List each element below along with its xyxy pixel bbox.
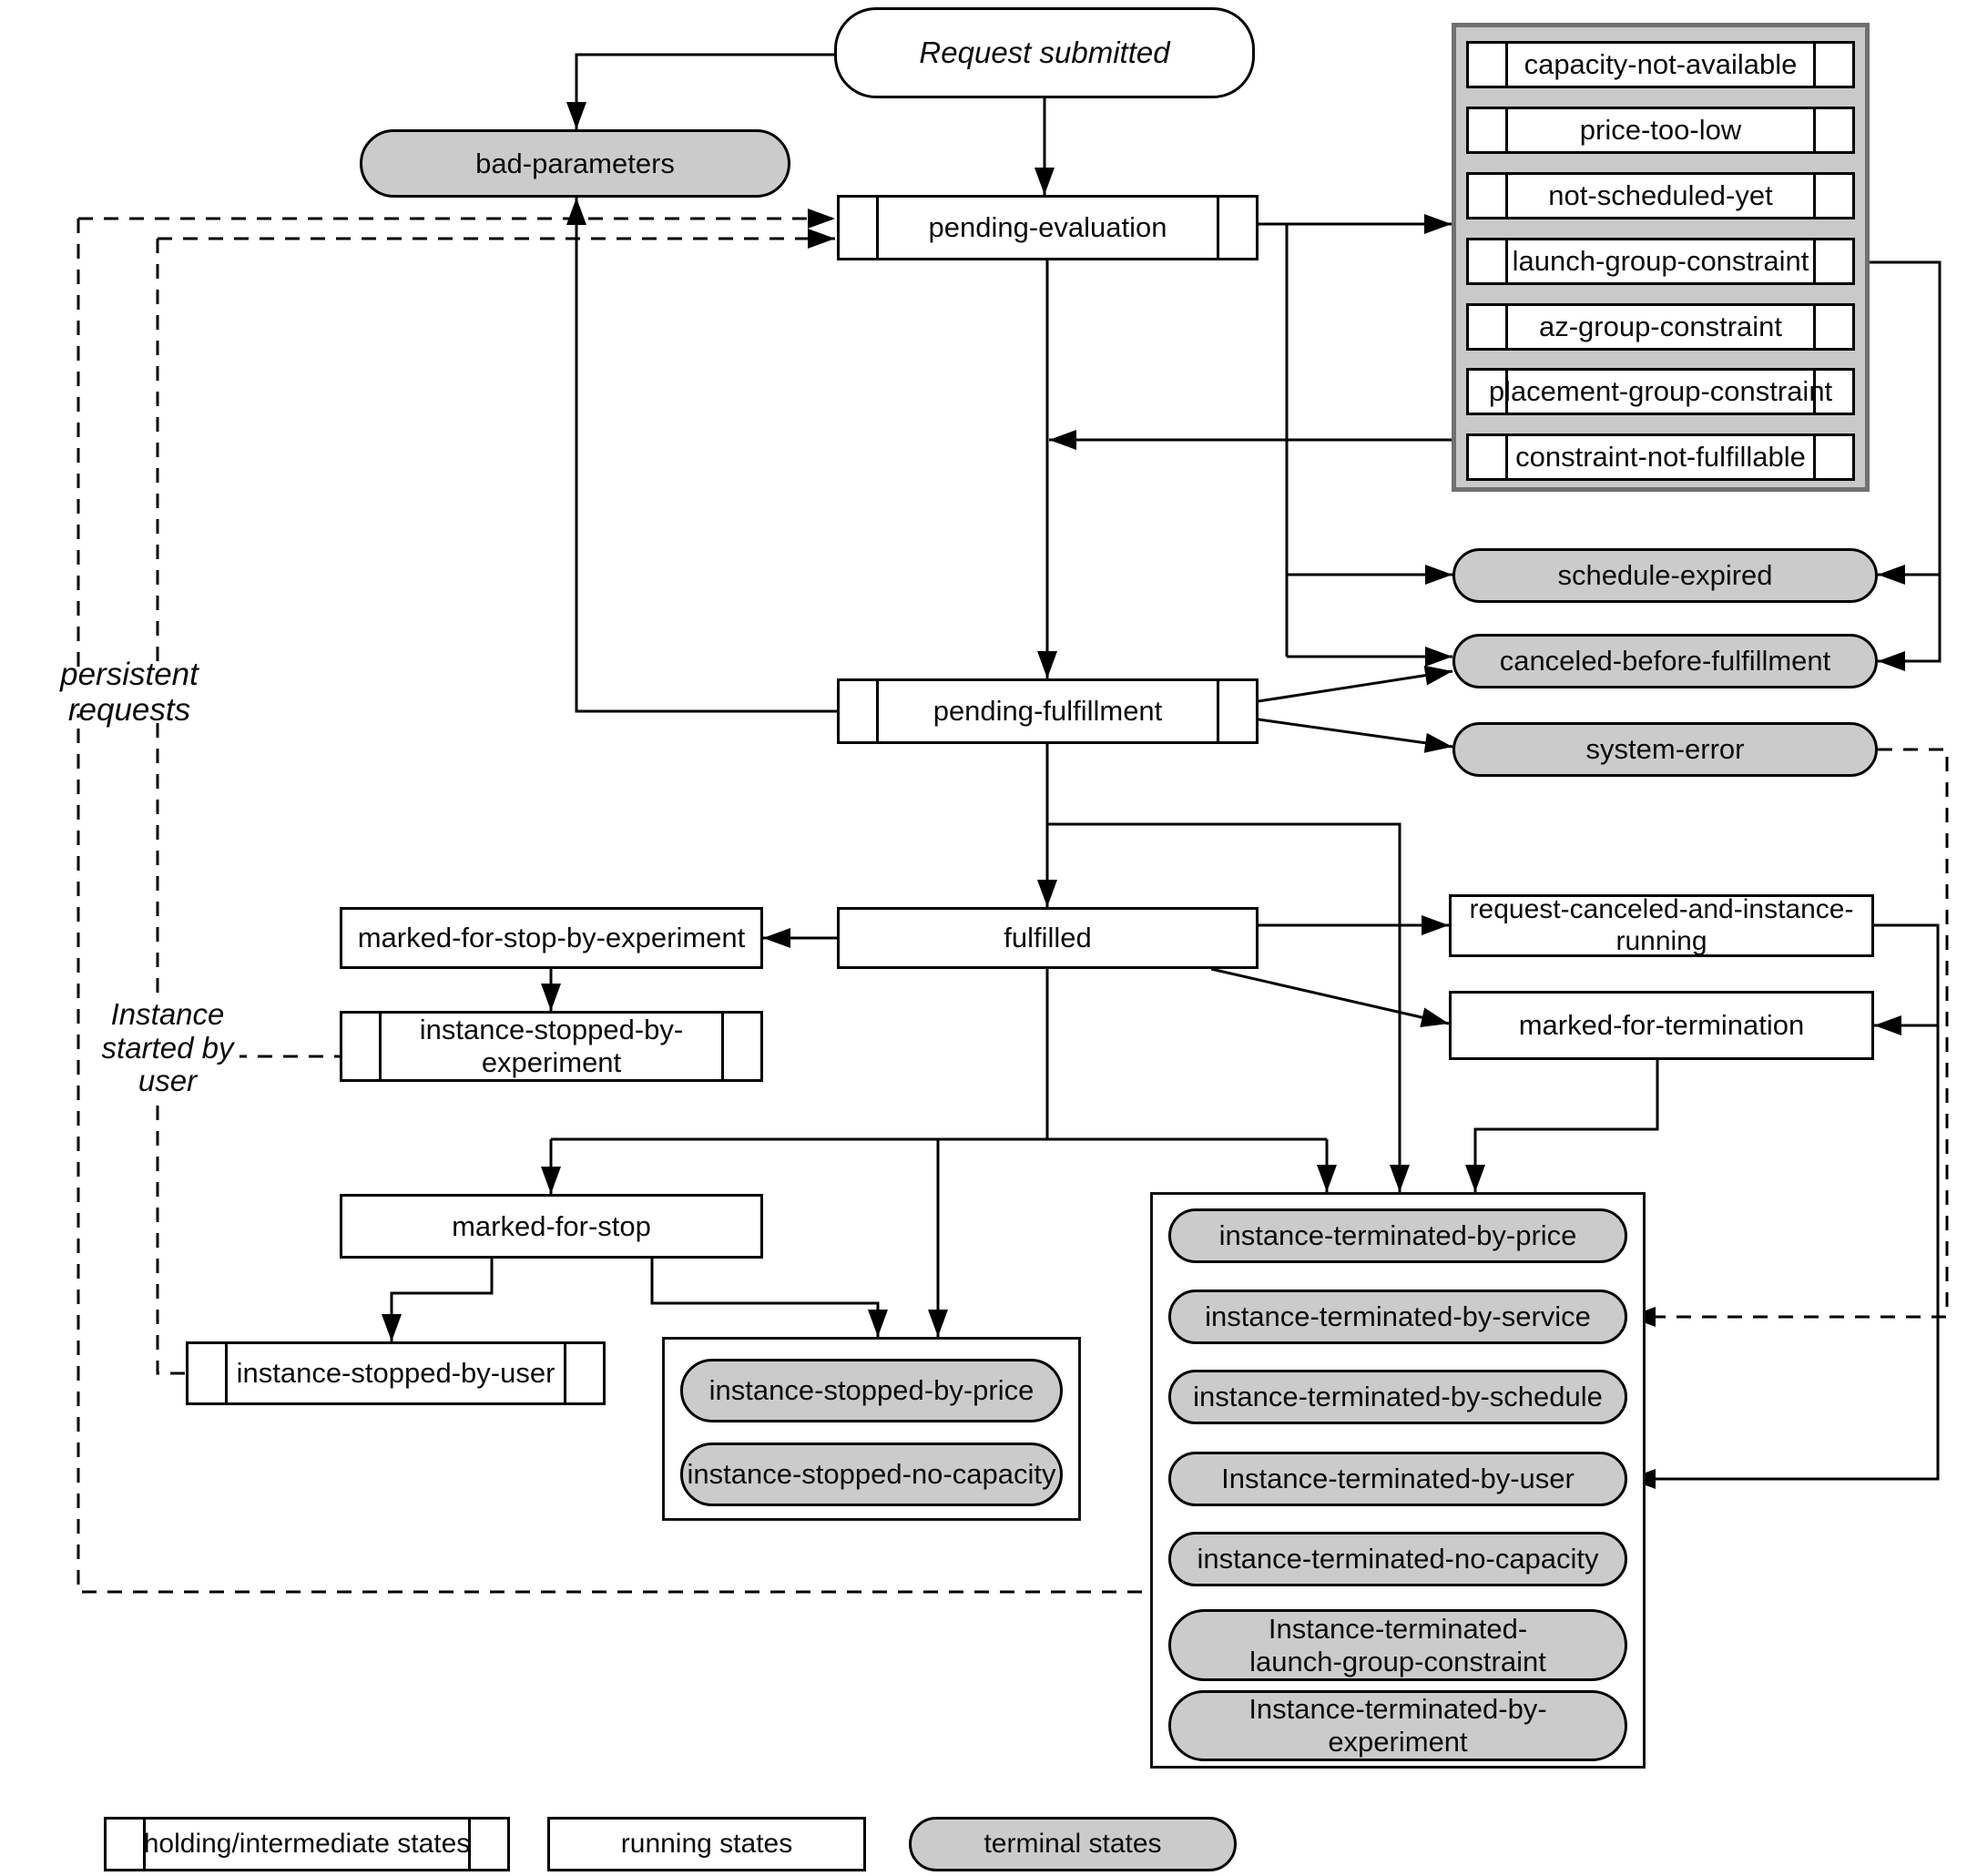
edge-start-to-bad-parameters	[566, 53, 834, 129]
node-instance-terminated-by-experiment: Instance-terminated-by-experiment	[1168, 1690, 1627, 1761]
node-instance-terminated-by-user: Instance-terminated-by-user	[1168, 1452, 1627, 1506]
node-constraint-not-fulfillable: constraint-not-fulfillable	[1466, 433, 1855, 481]
node-capacity-not-available: capacity-not-available	[1466, 41, 1855, 88]
edge-pf-to-bad-parameters	[566, 198, 837, 713]
node-schedule-expired: schedule-expired	[1452, 548, 1878, 603]
node-marked-for-stop: marked-for-stop	[340, 1194, 763, 1259]
node-az-group-constraint: az-group-constraint	[1466, 303, 1855, 351]
node-request-submitted: Request submitted	[834, 7, 1255, 98]
edge-pf-to-system-error	[1258, 718, 1453, 753]
node-pending-evaluation: pending-evaluation	[837, 195, 1259, 260]
node-marked-for-stop-by-experiment: marked-for-stop-by-experiment	[340, 907, 763, 969]
persistent-requests-label: persistent requests	[13, 657, 246, 728]
node-launch-group-constraint: launch-group-constraint	[1466, 238, 1855, 285]
node-instance-stopped-no-capacity: instance-stopped-no-capacity	[680, 1443, 1063, 1506]
edge-pf-to-terminal-box	[1047, 822, 1410, 1192]
node-canceled-before-fulfillment: canceled-before-fulfillment	[1452, 634, 1878, 688]
node-instance-stopped-by-user: instance-stopped-by-user	[186, 1341, 606, 1405]
node-marked-for-termination: marked-for-termination	[1449, 991, 1874, 1060]
node-fulfilled: fulfilled	[837, 907, 1259, 969]
node-pending-fulfillment: pending-fulfillment	[837, 678, 1259, 744]
node-placement-group-constraint: placement-group-constraint	[1466, 368, 1855, 415]
legend-terminal-states: terminal states	[909, 1817, 1237, 1871]
node-instance-terminated-by-service: instance-terminated-by-service	[1168, 1290, 1627, 1344]
node-price-too-low: price-too-low	[1466, 107, 1855, 154]
node-instance-terminated-launch-group-constraint: Instance-terminated-launch-group-constra…	[1168, 1609, 1627, 1681]
node-instance-terminated-by-price: instance-terminated-by-price	[1168, 1208, 1627, 1263]
node-instance-terminated-no-capacity: instance-terminated-no-capacity	[1168, 1532, 1627, 1586]
edge-pf-to-canceled	[1258, 665, 1453, 703]
node-instance-stopped-by-price: instance-stopped-by-price	[680, 1359, 1063, 1422]
node-bad-parameters: bad-parameters	[360, 129, 790, 198]
edge-system-error-route	[1628, 748, 1949, 1327]
node-instance-terminated-by-schedule: instance-terminated-by-schedule	[1168, 1370, 1627, 1424]
legend-holding-states: holding/intermediate states	[104, 1817, 510, 1871]
edge-rc-right-route	[1628, 923, 1940, 1489]
node-request-canceled-and-instance-running: request-canceled-and-instance-running	[1449, 894, 1874, 957]
node-instance-stopped-by-experiment: instance-stopped-by-experiment	[340, 1011, 763, 1082]
node-system-error: system-error	[1452, 722, 1878, 777]
legend-running-states: running states	[547, 1817, 866, 1871]
edge-panel-right-route	[1870, 260, 1942, 671]
node-not-scheduled-yet: not-scheduled-yet	[1466, 172, 1855, 219]
instance-started-by-user-label: Instance started by user	[96, 997, 240, 1098]
